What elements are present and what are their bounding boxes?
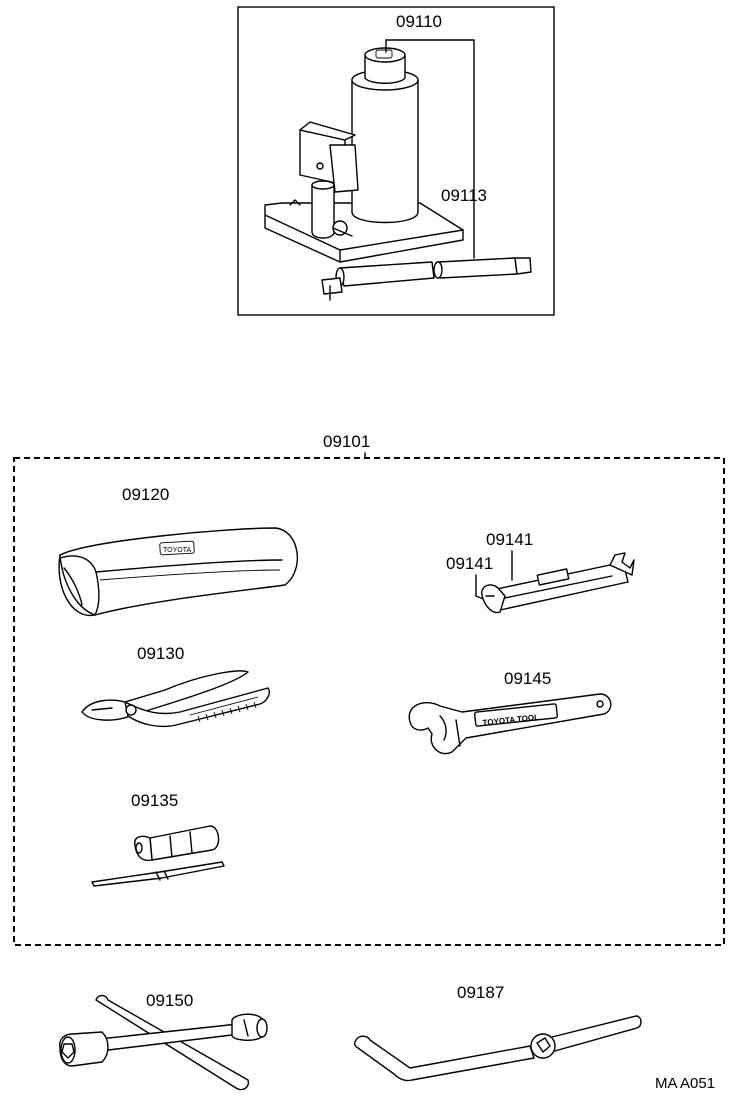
label-adjustable-wrench: 09145 — [504, 669, 551, 688]
tool-bag-illustration: TOYOTA — [58, 527, 299, 617]
bag-emblem-text: TOYOTA — [163, 547, 191, 554]
spanner-illustration — [481, 552, 635, 614]
adjustable-wrench-illustration: TOYOTA TOOL — [408, 693, 612, 755]
bottle-jack-illustration — [264, 47, 532, 301]
tool-set-dashed-frame — [13, 457, 725, 946]
screwdriver-illustration — [91, 825, 225, 887]
label-screwdriver: 09135 — [131, 791, 178, 810]
jack-leader-lines — [385, 39, 475, 259]
jack-frame — [237, 6, 555, 316]
drawing-code: MA A051 — [655, 1075, 715, 1092]
crank-handle-illustration — [354, 1015, 642, 1082]
label-spanner-a: 09141 — [486, 530, 533, 549]
label-jack-assembly: 09110 — [396, 12, 442, 31]
label-jack-handle: 09113 — [441, 186, 487, 205]
label-spanner-b: 09141 — [446, 554, 493, 573]
pliers-illustration — [81, 670, 270, 728]
label-tool-bag: 09120 — [122, 485, 169, 504]
label-pliers: 09130 — [137, 644, 184, 663]
label-wheel-nut-wrench: 09150 — [146, 991, 193, 1010]
wheel-nut-wrench-illustration — [58, 994, 268, 1091]
label-crank-handle: 09187 — [457, 983, 504, 1002]
label-tool-set: 09101 — [323, 432, 370, 451]
